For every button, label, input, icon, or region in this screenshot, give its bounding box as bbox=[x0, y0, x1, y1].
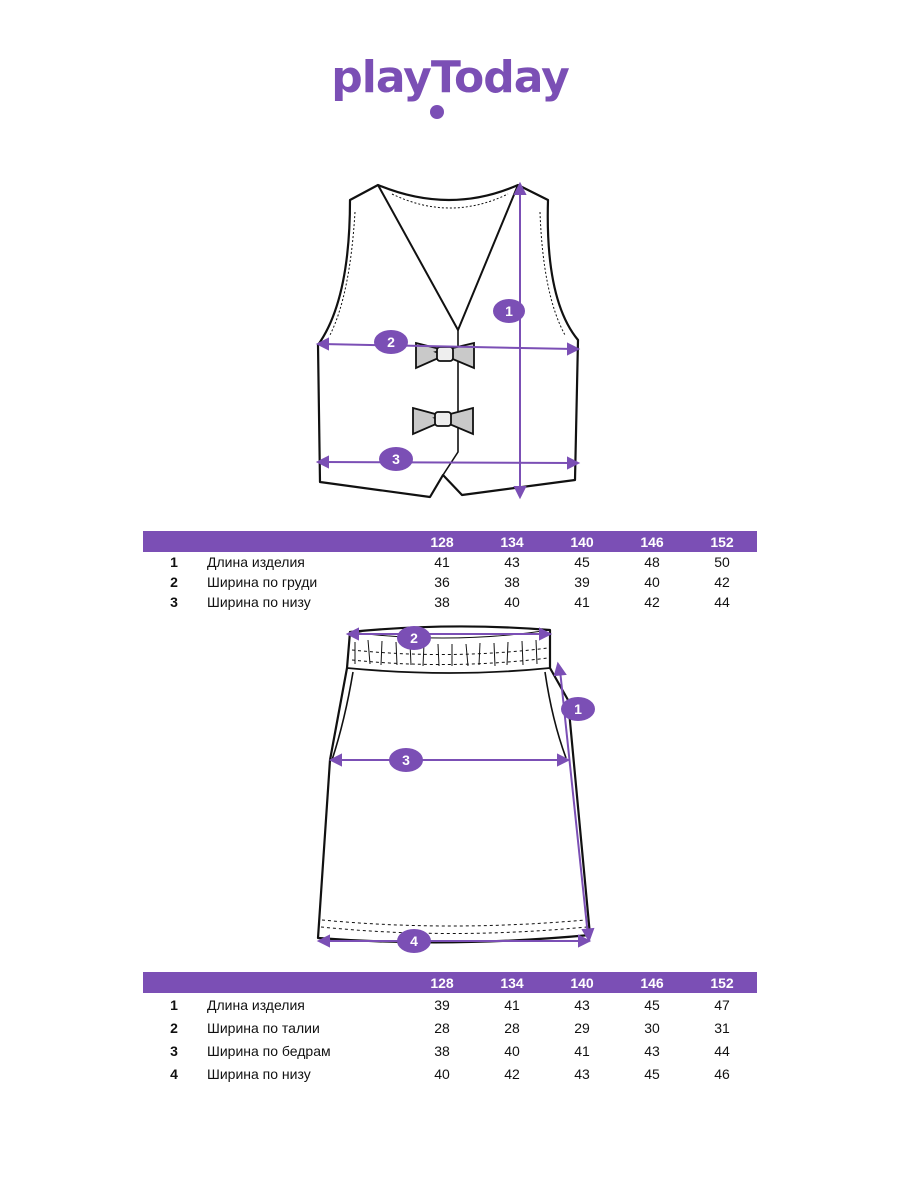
table-row: 2 Ширина по талии 28 28 29 30 31 bbox=[143, 1016, 757, 1039]
bow-lower bbox=[412, 406, 474, 436]
size-header: 128 bbox=[430, 974, 454, 991]
size-header: 146 bbox=[640, 533, 664, 550]
measure-value: 50 bbox=[714, 554, 730, 570]
measure-value: 40 bbox=[504, 594, 520, 610]
measure-value: 31 bbox=[714, 1019, 730, 1036]
skirt-callout-1: 1 bbox=[561, 697, 595, 721]
measure-value: 40 bbox=[644, 574, 660, 590]
measure-number: 1 bbox=[170, 996, 178, 1013]
svg-text:2: 2 bbox=[410, 630, 418, 646]
skirt-callout-4: 4 bbox=[397, 929, 431, 953]
bow-upper bbox=[415, 341, 475, 370]
measure-number: 2 bbox=[170, 1019, 178, 1036]
measure-value: 30 bbox=[644, 1019, 660, 1036]
svg-text:3: 3 bbox=[392, 451, 400, 467]
measure-label: Ширина по талии bbox=[207, 1019, 320, 1036]
table-row: 1 Длина изделия 39 41 43 45 47 bbox=[143, 993, 757, 1016]
measure-value: 45 bbox=[644, 1065, 660, 1082]
svg-text:4: 4 bbox=[410, 933, 418, 949]
table-row: 4 Ширина по низу 40 42 43 45 46 bbox=[143, 1062, 757, 1085]
measure-value: 45 bbox=[644, 996, 660, 1013]
table-row: 2 Ширина по груди 36 38 39 40 42 bbox=[143, 572, 757, 592]
table-row: 3 Ширина по бедрам 38 40 41 43 44 bbox=[143, 1039, 757, 1062]
measure-value: 39 bbox=[434, 996, 450, 1013]
measure-value: 41 bbox=[574, 594, 590, 610]
measure-value: 41 bbox=[434, 554, 450, 570]
measure-label: Ширина по низу bbox=[207, 1065, 311, 1082]
measure-value: 39 bbox=[574, 574, 590, 590]
measure-label: Длина изделия bbox=[207, 996, 305, 1013]
svg-text:1: 1 bbox=[505, 303, 513, 319]
measure-value: 43 bbox=[504, 554, 520, 570]
measure-number: 3 bbox=[170, 594, 178, 610]
table-row: 3 Ширина по низу 38 40 41 42 44 bbox=[143, 592, 757, 612]
measure-value: 40 bbox=[434, 1065, 450, 1082]
measure-value: 42 bbox=[714, 574, 730, 590]
svg-text:1: 1 bbox=[574, 701, 582, 717]
measure-value: 43 bbox=[574, 996, 590, 1013]
measure-value: 41 bbox=[574, 1042, 590, 1059]
vest-callout-2: 2 bbox=[374, 330, 408, 354]
measure-value: 48 bbox=[644, 554, 660, 570]
measure-value: 40 bbox=[504, 1042, 520, 1059]
waistband-gathers bbox=[351, 639, 549, 667]
size-header: 152 bbox=[710, 974, 734, 991]
vest-callout-1: 1 bbox=[493, 299, 525, 323]
measure-value: 29 bbox=[574, 1019, 590, 1036]
measure-value: 36 bbox=[434, 574, 450, 590]
size-header: 128 bbox=[430, 533, 454, 550]
vest-sketch: 1 2 3 bbox=[315, 181, 581, 500]
measure-number: 1 bbox=[170, 554, 178, 570]
measure-label: Длина изделия bbox=[207, 554, 305, 570]
measure-label: Ширина по груди bbox=[207, 574, 318, 590]
measure-value: 43 bbox=[574, 1065, 590, 1082]
skirt-size-header: 128 134 140 146 152 bbox=[143, 972, 757, 993]
size-header: 134 bbox=[500, 533, 524, 550]
measure-value: 41 bbox=[504, 996, 520, 1013]
measure-number: 4 bbox=[170, 1065, 178, 1082]
vest-size-header: 128 134 140 146 152 bbox=[143, 531, 757, 552]
size-header: 146 bbox=[640, 974, 664, 991]
measure-value: 45 bbox=[574, 554, 590, 570]
measure-value: 44 bbox=[714, 1042, 730, 1059]
measure-number: 2 bbox=[170, 574, 178, 590]
size-header: 134 bbox=[500, 974, 524, 991]
measure-label: Ширина по низу bbox=[207, 594, 311, 610]
measure-number: 3 bbox=[170, 1042, 178, 1059]
svg-text:3: 3 bbox=[402, 752, 410, 768]
measure-value: 43 bbox=[644, 1042, 660, 1059]
measure-value: 42 bbox=[504, 1065, 520, 1082]
vest-size-table: 128 134 140 146 152 1 Длина изделия 41 4… bbox=[143, 531, 757, 612]
measure-label: Ширина по бедрам bbox=[207, 1042, 331, 1059]
svg-text:2: 2 bbox=[387, 334, 395, 350]
table-row: 1 Длина изделия 41 43 45 48 50 bbox=[143, 552, 757, 572]
size-header: 140 bbox=[570, 533, 594, 550]
brand-logo: playToday bbox=[331, 52, 570, 103]
skirt-callout-2: 2 bbox=[397, 626, 431, 650]
size-header: 152 bbox=[710, 533, 734, 550]
measure-value: 46 bbox=[714, 1065, 730, 1082]
brand-logo-dot bbox=[430, 105, 444, 119]
skirt-size-table: 128 134 140 146 152 1 Длина изделия 39 4… bbox=[143, 972, 757, 1085]
skirt-callout-3: 3 bbox=[389, 748, 423, 772]
measure-value: 38 bbox=[434, 1042, 450, 1059]
measure-value: 47 bbox=[714, 996, 730, 1013]
size-header: 140 bbox=[570, 974, 594, 991]
measure-value: 42 bbox=[644, 594, 660, 610]
measure-value: 28 bbox=[504, 1019, 520, 1036]
measure-value: 38 bbox=[434, 594, 450, 610]
measure-value: 44 bbox=[714, 594, 730, 610]
measure-value: 38 bbox=[504, 574, 520, 590]
vest-callout-3: 3 bbox=[379, 447, 413, 471]
measure-value: 28 bbox=[434, 1019, 450, 1036]
skirt-sketch: 1 2 3 4 bbox=[316, 625, 595, 953]
